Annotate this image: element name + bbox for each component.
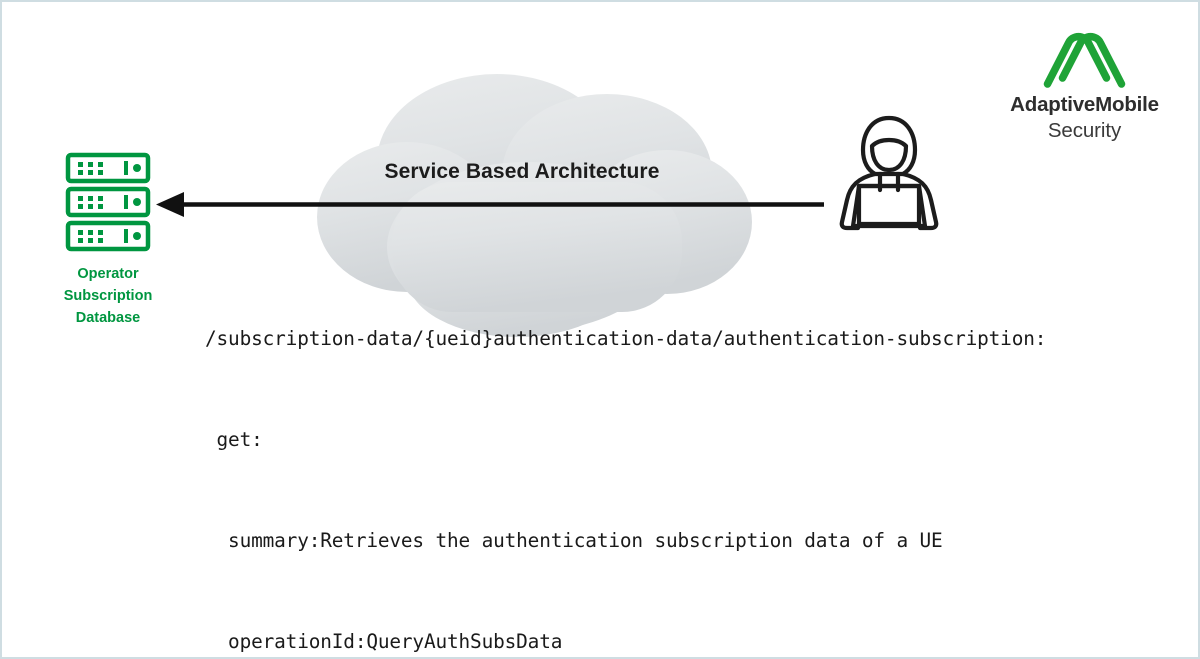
code-line-path: /subscription-data/{ueid}authentication-…	[205, 327, 1047, 351]
api-code-block: /subscription-data/{ueid}authentication-…	[205, 255, 1185, 657]
logo-name: AdaptiveMobile	[1010, 93, 1159, 116]
adaptivemobile-logo: AdaptiveMobile Security	[1002, 26, 1167, 143]
database-caption-line-3: Database	[75, 310, 141, 327]
database-caption-line-1: Operator	[77, 266, 139, 282]
attack-flow-arrow	[152, 190, 832, 220]
server-rack-icon	[64, 152, 152, 252]
database-caption: Operator Subscription Database	[22, 263, 194, 329]
cloud-title: Service Based Architecture	[384, 160, 660, 183]
database-caption-line-2: Subscription	[63, 288, 153, 305]
hooded-hacker-with-laptop-icon	[830, 112, 948, 232]
adaptivemobile-m-logo-icon	[1043, 32, 1126, 88]
logo-subtitle: Security	[1047, 118, 1122, 142]
code-line-operationid: operationId:QueryAuthSubsData	[205, 629, 563, 653]
code-line-summary: summary:Retrieves the authentication sub…	[205, 528, 943, 552]
code-line-get: get:	[205, 427, 263, 451]
